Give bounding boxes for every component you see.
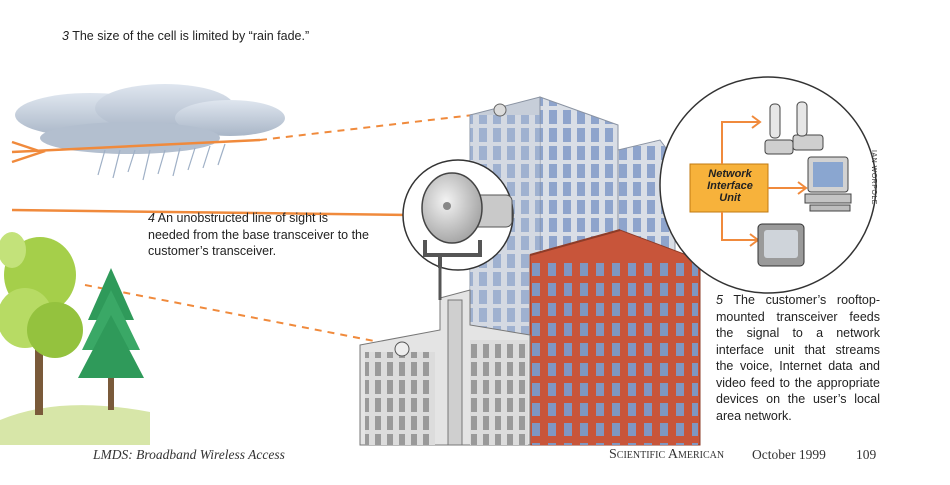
footer-magazine-name: Scientific American [609, 447, 725, 462]
caption-text: The size of the cell is limited by “rain… [72, 29, 310, 43]
caption-rain-fade: 3 The size of the cell is limited by “ra… [62, 28, 309, 45]
footer-date: October 1999 [752, 447, 826, 462]
signal-beam-rain [11, 112, 491, 164]
page-footer: LMDS: Broadband Wireless Access Scientif… [0, 447, 950, 467]
network-interface-unit-label: Network Interface Unit [707, 168, 753, 204]
caption-text: An unobstructed line of sight is needed … [148, 211, 369, 258]
caption-number: 3 [62, 29, 69, 43]
telephone-icon [764, 101, 824, 155]
signal-beam-line-of-sight [11, 208, 411, 217]
brick-building [529, 229, 701, 446]
television-icon [757, 223, 805, 267]
signal-beam-trees [84, 284, 396, 346]
caption-network-interface: 5 The customer’s rooftop-mounted transce… [716, 292, 880, 424]
caption-number: 5 [716, 293, 723, 307]
caption-number: 4 [148, 211, 155, 225]
computer-icon [804, 156, 852, 212]
trees [0, 232, 150, 445]
grey-building [359, 250, 531, 446]
transceiver-zoom [402, 159, 514, 271]
footer-page-number: 109 [856, 447, 877, 462]
illustrator-credit: IAN WORPOLE [870, 150, 877, 205]
caption-line-of-sight: 4 An unobstructed line of sight is neede… [148, 210, 370, 260]
rain-cloud [15, 84, 285, 181]
footer-article-title: LMDS: Broadband Wireless Access [93, 447, 285, 462]
network-zoom [659, 76, 877, 294]
caption-text: The customer’s rooftop-mounted transceiv… [716, 293, 880, 423]
